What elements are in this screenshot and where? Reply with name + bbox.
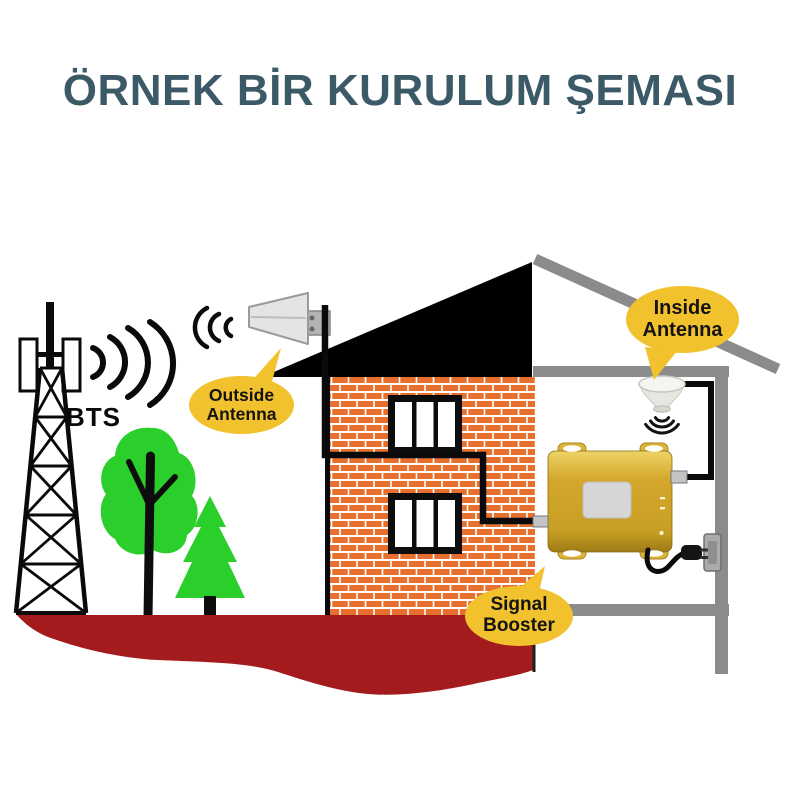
callout-line: Signal	[490, 594, 548, 616]
window-pane	[416, 402, 434, 447]
ground	[17, 615, 533, 695]
booster-input-connector	[532, 515, 549, 528]
floor-beam	[533, 604, 729, 616]
bts-label: BTS	[66, 402, 121, 432]
window-pane	[416, 500, 434, 547]
tower-lattice	[13, 366, 89, 615]
power-plug	[681, 545, 702, 560]
indoor-signal-waves-icon	[644, 416, 680, 435]
bracket-bolt	[309, 315, 315, 321]
callout-line: Antenna	[206, 404, 277, 424]
callout-line: Booster	[483, 615, 555, 636]
tower-signal-waves-icon	[90, 319, 177, 408]
callout-outside-antenna: Outside Antenna	[189, 376, 294, 434]
plug-prong	[700, 548, 708, 552]
callout-inside-antenna: Inside Antenna	[626, 286, 739, 353]
callout-line: Outside	[208, 385, 275, 406]
power-assembly	[644, 533, 722, 574]
booster-display-screen	[582, 481, 632, 519]
bts-tower	[13, 302, 89, 615]
ceiling-beam	[533, 366, 729, 377]
pine-trunk	[204, 596, 216, 618]
window-pane	[395, 500, 412, 547]
antenna-panel-right	[61, 337, 82, 393]
deciduous-tree	[100, 427, 198, 623]
callout-signal-booster: Signal Booster	[465, 586, 573, 646]
tower-crossbar	[24, 352, 76, 357]
outside-antenna-waves-icon	[192, 305, 234, 350]
plug-prong	[700, 556, 708, 559]
lower-window	[388, 493, 462, 554]
bracket-bolt	[309, 326, 315, 332]
dome-antenna-foot	[653, 405, 671, 413]
outside-antenna-device	[248, 292, 331, 345]
outlet-socket	[708, 541, 717, 564]
antenna-panel-left	[18, 337, 39, 393]
signal-booster-device	[532, 442, 688, 560]
window-pane	[438, 402, 455, 447]
page-title: ÖRNEK BİR KURULUM ŞEMASI	[62, 66, 738, 115]
booster-output-connector	[670, 470, 688, 484]
pine-tree	[175, 496, 245, 618]
house-roof	[262, 262, 532, 377]
power-cord	[644, 547, 687, 574]
tree-trunk	[126, 451, 178, 623]
callout-line: Inside	[653, 296, 712, 319]
wall-post	[715, 366, 728, 674]
antenna-ridge	[250, 316, 307, 319]
inside-antenna-device	[638, 375, 686, 435]
booster-indicator-leds	[659, 497, 665, 535]
upper-window	[388, 395, 462, 454]
callout-line: Antenna	[642, 318, 723, 341]
window-pane	[395, 402, 412, 447]
window-pane	[438, 500, 455, 547]
indoor-coax-cable	[684, 381, 714, 480]
inside-callout-tail	[645, 347, 677, 380]
dome-antenna-top	[638, 375, 686, 393]
outdoor-coax-cable	[321, 305, 536, 525]
pine-canopy	[175, 496, 245, 598]
tower-mast	[46, 302, 54, 368]
